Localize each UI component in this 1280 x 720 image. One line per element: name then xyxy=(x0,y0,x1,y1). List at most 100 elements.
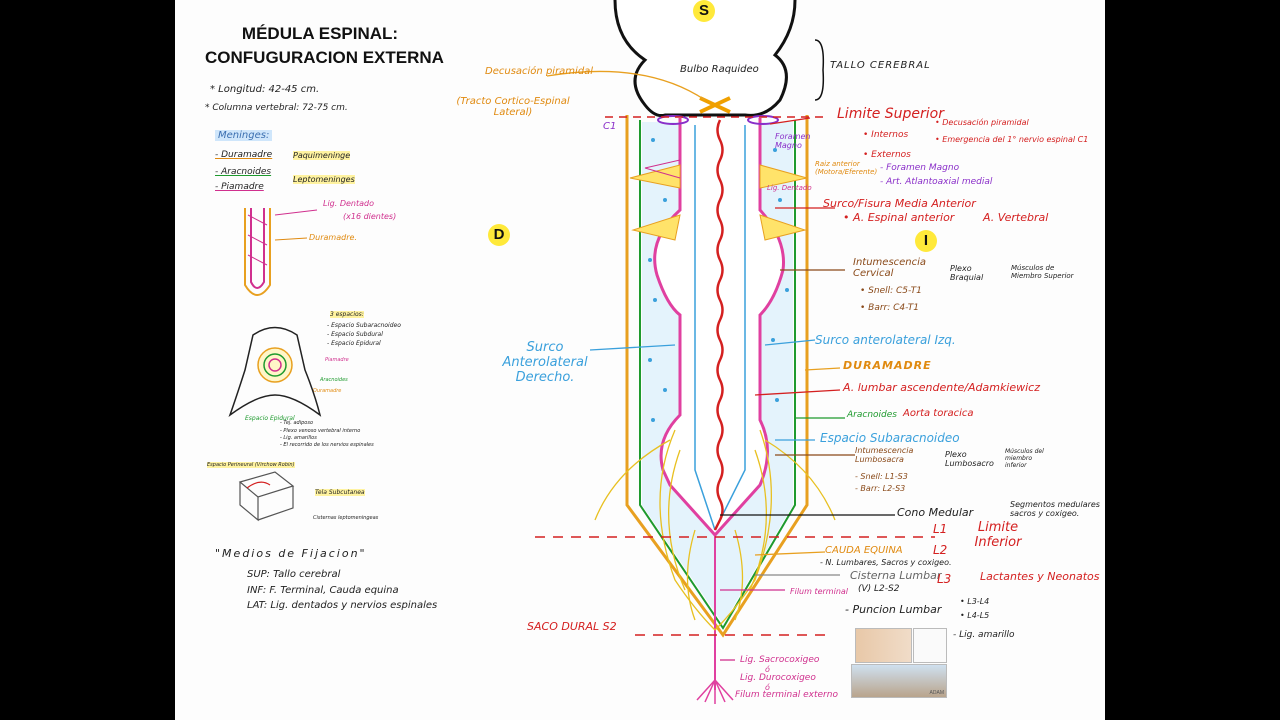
left-anterolateral-sulcus xyxy=(694,125,716,531)
medios-sup: SUP: Tallo cerebral xyxy=(247,569,341,580)
medios-inf: INF: F. Terminal, Cauda equina xyxy=(247,585,399,596)
label-lactantes: Lactantes y Neonatos xyxy=(980,570,1100,583)
label-lig-dentado: Lig. Dentado xyxy=(767,184,812,192)
note-perineural: Espacio Perineural (Virchow Robin) xyxy=(207,462,295,468)
label-o2: ó xyxy=(765,683,770,692)
note-dientes: (x16 dientes) xyxy=(343,212,397,221)
c1-ring-right xyxy=(747,115,779,125)
decussation-mark xyxy=(699,96,731,114)
label-snell-c: • Snell: C5-T1 xyxy=(860,286,922,296)
label-intumescencia-cervical: Intumescencia Cervical xyxy=(853,257,927,279)
tallo-brace xyxy=(814,39,825,101)
left-sketches xyxy=(228,208,322,522)
note-cisterna: Cisternas leptomeningeas xyxy=(313,515,379,521)
vertebra-sketch xyxy=(228,326,322,418)
label-l1: L1 xyxy=(933,522,948,536)
label-bulbo: Bulbo Raquideo xyxy=(680,64,759,75)
note-esp-sub: - Espacio Subaracnoideo xyxy=(327,322,401,329)
label-emergencia: • Emergencia del 1° nervio espinal C1 xyxy=(935,135,1089,144)
label-cono: Cono Medular xyxy=(897,506,974,519)
label-intumescencia-lumbosacra: Intumescencia Lumbosacra xyxy=(855,446,914,464)
label-internos: • Internos xyxy=(863,130,909,140)
puncture-caption-thumbnail xyxy=(913,628,947,663)
note-leptomeninges: Leptomeninges xyxy=(293,175,355,184)
right-anterolateral-sulcus xyxy=(714,125,746,531)
note-esp-subdural: - Espacio Subdural xyxy=(327,331,383,338)
whiteboard-sheet: MÉDULA ESPINAL: CONFUGURACION EXTERNA * … xyxy=(175,0,1105,720)
cervical-roots xyxy=(629,164,808,241)
meninges-header: Meninges: xyxy=(215,130,273,141)
note-lbl-epidural: Espacio Epidural xyxy=(245,415,295,422)
label-musculos-sup: Músculos de Miembro Superior xyxy=(1011,264,1074,280)
label-lig-amarillo: - Lig. amarillo xyxy=(953,630,1015,640)
marker-superior: S xyxy=(693,0,715,22)
label-n-lumbares: - N. Lumbares, Sacros y coxigeo. xyxy=(820,558,952,567)
note-tela: Tela Subcutanea xyxy=(315,489,365,496)
cauda-equina xyxy=(594,429,836,631)
note-lig-dentado: Lig. Dentado xyxy=(323,199,375,208)
label-c1: C1 xyxy=(603,121,617,132)
label-raiz: Raiz anterior (Motora/Eferente) xyxy=(815,160,878,176)
label-aracnoides: Aracnoides xyxy=(847,410,897,420)
label-lig-sacro: Lig. Sacrocoxigeo xyxy=(740,655,820,665)
note-aracnoides: - Aracnoides xyxy=(215,167,272,177)
note-esp-epidural: - Espacio Epidural xyxy=(327,340,381,347)
label-l3: L3 xyxy=(937,572,952,586)
label-plexo-braquial: Plexo Braquial xyxy=(950,264,984,282)
note-duramadre-small: Duramadre. xyxy=(309,233,357,242)
note-espacios-header: 3 espacios: xyxy=(330,311,364,318)
label-a-vertebral: A. Vertebral xyxy=(983,211,1049,224)
label-snell-l: - Snell: L1-S3 xyxy=(855,472,908,481)
label-saco: SACO DURAL S2 xyxy=(527,620,617,633)
title-line-2: CONFUGURACION EXTERNA xyxy=(205,48,444,67)
label-duramadre: DURAMADRE xyxy=(843,359,932,372)
label-art-atlanto: - Art. Atlantoaxial medial xyxy=(880,177,993,187)
medios-lat: LAT: Lig. dentados y nervios espinales xyxy=(247,600,438,611)
marker-izquierda: I xyxy=(915,230,937,252)
label-limite-superior: Limite Superior xyxy=(837,106,944,122)
adam-logo: ADAM xyxy=(929,690,944,696)
note-nervios-esp: - El recorrido de los nervios espinales xyxy=(280,442,374,448)
brainstem-outline xyxy=(613,0,797,117)
note-lbl-duramadre: Duramadre xyxy=(313,388,342,394)
label-a-espinal: • A. Espinal anterior xyxy=(843,211,955,224)
arachnoid-outline xyxy=(639,120,796,630)
note-plexo: - Plexo venoso vertebral interno xyxy=(280,428,361,434)
label-limite-inferior: Limite Inferior xyxy=(974,520,1022,550)
label-externos: • Externos xyxy=(863,150,911,160)
marker-derecha: D xyxy=(488,224,510,246)
dura-outline xyxy=(625,115,809,638)
label-segmentos: Segmentos medulares sacros y coxigeo. xyxy=(1010,500,1100,518)
csf-dots xyxy=(648,138,789,422)
label-surco-der: Surco Anterolateral Derecho. xyxy=(502,340,588,385)
label-l2s2: (V) L2-S2 xyxy=(858,584,900,594)
label-filum: Filum terminal xyxy=(790,587,849,596)
label-barr-c: • Barr: C4-T1 xyxy=(860,303,919,313)
note-columna: * Columna vertebral: 72-75 cm. xyxy=(205,103,348,113)
label-foramen-magno: - Foramen Magno xyxy=(880,163,960,173)
label-o1: ó xyxy=(765,665,770,674)
label-l3l4: • L3-L4 xyxy=(960,597,990,606)
puncture-xray-thumbnail xyxy=(855,628,912,663)
c1-ring xyxy=(657,115,689,125)
note-duramadre: - Duramadre xyxy=(215,150,273,160)
u-sketch xyxy=(244,208,318,296)
label-musculos-inf: Músculos del miembro inferior xyxy=(1005,448,1044,469)
label-l4l5: • L4-L5 xyxy=(960,611,990,620)
note-tej-adiposo: - Tej. adiposo xyxy=(280,420,313,426)
label-lig-duro: Lig. Durocoxigeo xyxy=(740,673,816,683)
note-longitud: * Longitud: 42-45 cm. xyxy=(210,84,320,95)
page-title: MÉDULA ESPINAL: CONFUGURACION EXTERNA xyxy=(205,22,444,70)
title-line-1: MÉDULA ESPINAL: xyxy=(241,24,399,43)
leader-lines xyxy=(546,70,895,661)
label-l2: L2 xyxy=(933,543,948,557)
label-foramen: Foramen Magno xyxy=(775,132,811,150)
spinal-cord-diagram xyxy=(535,0,935,704)
block-sketch xyxy=(238,471,295,522)
label-barr-l: - Barr: L2-S3 xyxy=(855,484,906,493)
label-aorta: Aorta toracica xyxy=(903,408,974,419)
note-lig-amarillos: - Lig. amarillos xyxy=(280,435,317,441)
dentate-ligament xyxy=(644,159,681,179)
label-puncion: - Puncion Lumbar xyxy=(845,603,942,616)
